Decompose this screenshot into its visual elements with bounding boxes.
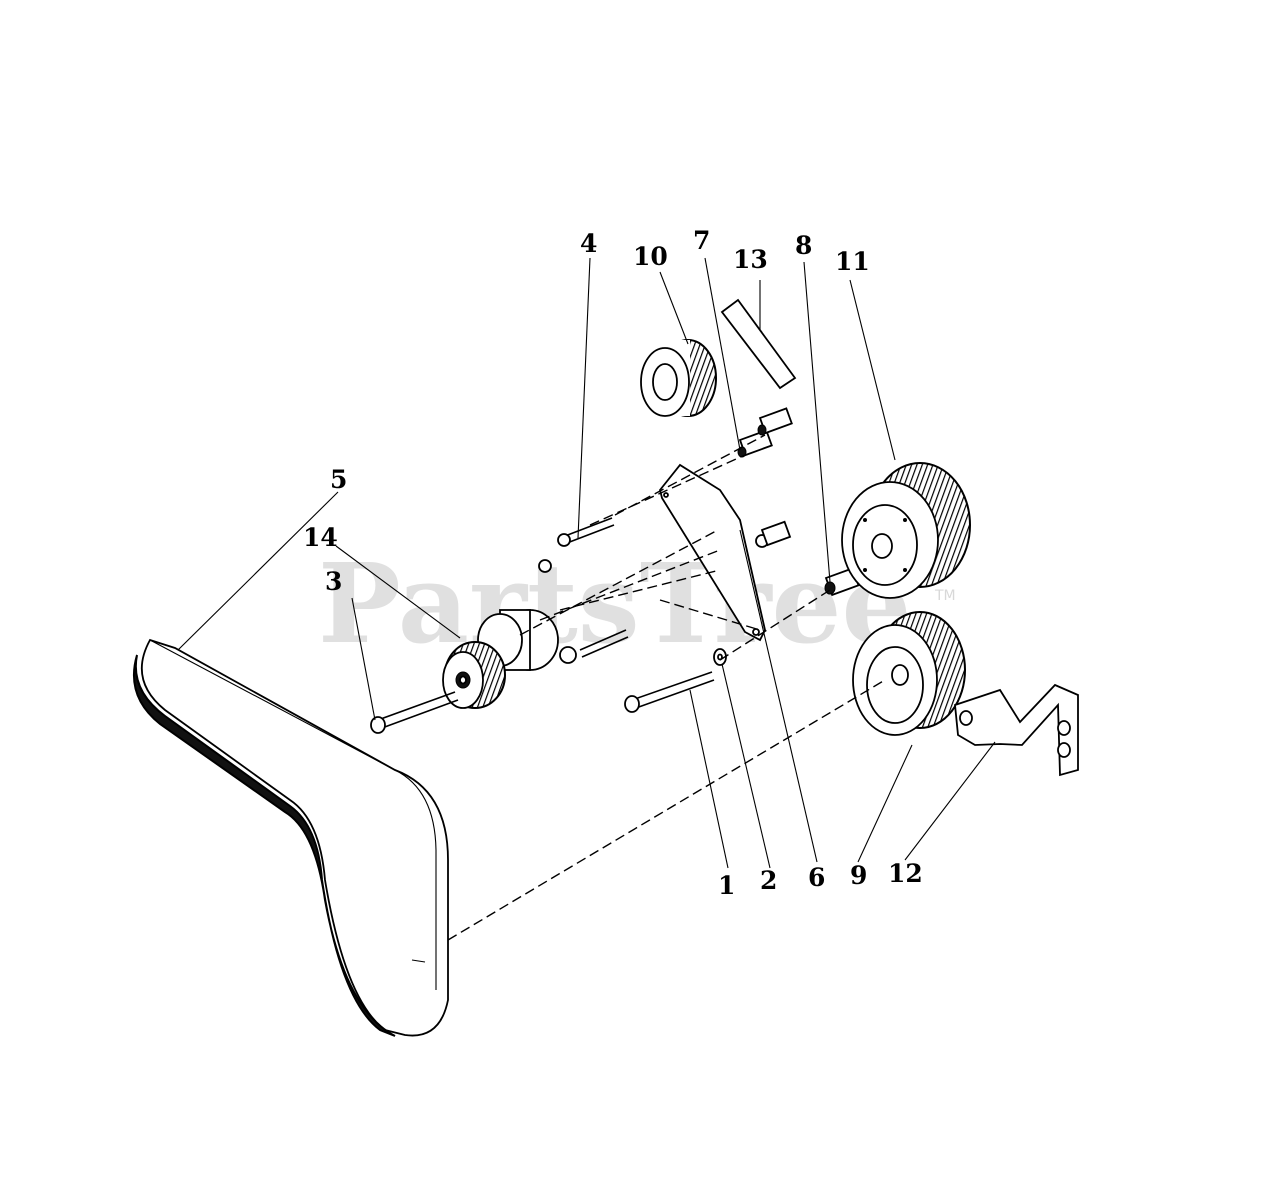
part-7-spacer[interactable] bbox=[737, 407, 793, 458]
callout-8: 8 bbox=[795, 231, 812, 260]
part-1-bolt[interactable] bbox=[624, 671, 715, 713]
fastener-set[interactable] bbox=[538, 520, 792, 664]
callout-7: 7 bbox=[693, 226, 710, 255]
callout-10: 10 bbox=[633, 242, 668, 271]
callout-1: 1 bbox=[718, 871, 735, 900]
part-14-idler-assembly[interactable] bbox=[442, 609, 559, 709]
part-4-long-bolt[interactable] bbox=[557, 517, 615, 547]
part-12-mount-bracket[interactable] bbox=[954, 683, 1079, 777]
part-9-lower-pulley[interactable] bbox=[852, 611, 966, 736]
callout-14: 14 bbox=[303, 523, 338, 552]
leader-lines bbox=[177, 257, 996, 869]
watermark-text: PartsTree bbox=[318, 539, 912, 668]
callout-11: 11 bbox=[835, 247, 870, 276]
part-10-grooved-pulley[interactable] bbox=[640, 339, 717, 417]
callout-12: 12 bbox=[888, 859, 923, 888]
callout-4: 4 bbox=[580, 229, 597, 258]
callout-13: 13 bbox=[733, 245, 768, 274]
callout-2: 2 bbox=[760, 866, 777, 895]
part-13-key[interactable] bbox=[720, 298, 797, 390]
part-11-large-pulley[interactable] bbox=[841, 462, 971, 599]
callout-3: 3 bbox=[325, 567, 342, 596]
part-3-bolt[interactable] bbox=[370, 691, 459, 734]
part-5-drive-belt[interactable] bbox=[133, 638, 449, 1037]
callout-labels: 1 2 3 4 5 6 7 8 9 10 11 12 13 14 bbox=[303, 226, 923, 900]
callout-9: 9 bbox=[850, 861, 867, 890]
parts-tree-watermark: PartsTree TM bbox=[318, 539, 956, 668]
callout-5: 5 bbox=[330, 465, 347, 494]
callout-6: 6 bbox=[808, 863, 825, 892]
watermark-trademark: TM bbox=[934, 588, 956, 604]
